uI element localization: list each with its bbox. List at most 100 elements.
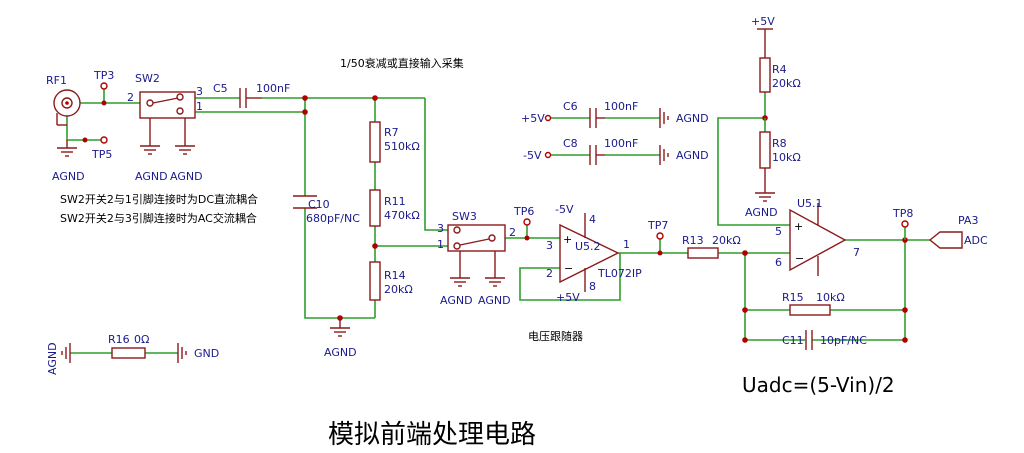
note-dc: SW2开关2与1引脚连接时为DC直流耦合 xyxy=(60,192,258,206)
c11-value: 10pF/NC xyxy=(820,334,867,347)
r14-value: 20kΩ xyxy=(384,283,413,296)
sw2-label: SW2 xyxy=(135,72,160,85)
r8-value: 10kΩ xyxy=(772,151,801,164)
c10-capacitor: C10 680pF/NC xyxy=(293,195,360,225)
junction-dot xyxy=(902,307,908,313)
sw3-agnd-a: AGND xyxy=(440,294,473,307)
u52-pin8: 8 xyxy=(589,280,596,293)
sw3-switch: SW3 3 1 2 AGND AGND xyxy=(437,210,516,307)
tp6-label: TP6 xyxy=(513,205,534,218)
page-title: 模拟前端处理电路 xyxy=(328,420,536,450)
r15-value: 10kΩ xyxy=(816,291,845,304)
junction-dot xyxy=(101,100,107,106)
junction-dot xyxy=(742,250,748,256)
c8-agnd: AGND xyxy=(676,149,709,162)
rf1-label: RF1 xyxy=(46,74,67,87)
u51-plus: + xyxy=(794,220,803,233)
u52-opamp: + − U5.2 TL072IP 3 2 1 4 8 -5V +5V xyxy=(546,203,642,304)
u52-pin3: 3 xyxy=(546,239,553,252)
sw3-label: SW3 xyxy=(452,210,477,223)
junction-dot xyxy=(302,95,308,101)
tp3-label: TP3 xyxy=(93,69,114,82)
u51-minus: − xyxy=(795,252,804,265)
c5-value: 100nF xyxy=(256,82,290,95)
sw2-agnd-a: AGND xyxy=(135,170,168,183)
c10-value: 680pF/NC xyxy=(306,212,360,225)
rf1-connector: RF1 AGND xyxy=(46,74,85,183)
u52-vplus: +5V xyxy=(556,291,580,304)
r11-label: R11 xyxy=(384,195,406,208)
r8-resistor: R8 10kΩ AGND xyxy=(745,118,801,219)
r7-value: 510kΩ xyxy=(384,140,420,153)
u51-pin5: 5 xyxy=(775,225,782,238)
tp8-label: TP8 xyxy=(892,207,913,220)
r14-label: R14 xyxy=(384,269,406,282)
junction-dot xyxy=(302,109,308,115)
u51-label: U5.1 xyxy=(797,197,823,210)
header-note: 1/50衰减或直接输入采集 xyxy=(340,56,464,70)
r11-resistor: R11 470kΩ xyxy=(369,189,420,227)
agnd-symbol xyxy=(329,319,351,337)
tp8: TP8 xyxy=(892,207,913,240)
pa3-label: PA3 xyxy=(958,214,978,227)
sw2-pin3: 3 xyxy=(196,85,203,98)
c6-capacitor: +5V C6 100nF AGND xyxy=(521,100,709,129)
formula: Uadc=(5-Vin)/2 xyxy=(742,373,895,397)
r8-label: R8 xyxy=(772,137,787,150)
r15-resistor: R15 10kΩ xyxy=(782,291,845,316)
r16-gnd: GND xyxy=(194,347,219,360)
u52-pin1: 1 xyxy=(623,238,630,251)
c6-value: 100nF xyxy=(604,100,638,113)
r4-label: R4 xyxy=(772,63,787,76)
r4-resistor: R4 20kΩ xyxy=(759,57,801,93)
pa3-net: ADC xyxy=(964,234,988,247)
agnd-main-label: AGND xyxy=(324,346,357,359)
u51-pin6: 6 xyxy=(775,256,782,269)
u52-part: TL072IP xyxy=(597,267,642,280)
junction-dot xyxy=(372,243,378,249)
wires xyxy=(66,86,930,354)
c11-capacitor: C11 10pF/NC xyxy=(782,330,867,350)
r14-resistor: R14 20kΩ xyxy=(369,261,413,301)
junction-dot xyxy=(742,337,748,343)
u51-pin7: 7 xyxy=(853,246,860,259)
r16-label: R16 xyxy=(108,333,130,346)
sw2-pin1: 1 xyxy=(196,100,203,113)
note-ac: SW2开关2与3引脚连接时为AC交流耦合 xyxy=(60,211,257,225)
sw2-pin2: 2 xyxy=(127,91,134,104)
r7-label: R7 xyxy=(384,126,399,139)
r4-value: 20kΩ xyxy=(772,77,801,90)
r13-resistor: R13 20kΩ xyxy=(682,234,741,259)
c6-agnd: AGND xyxy=(676,112,709,125)
u52-plus: + xyxy=(563,233,572,246)
sw2-agnd-b: AGND xyxy=(170,170,203,183)
junction-dot xyxy=(372,95,378,101)
r11-value: 470kΩ xyxy=(384,209,420,222)
r8-agnd: AGND xyxy=(745,206,778,219)
vplus-top: +5V xyxy=(751,15,775,58)
u52-pin4: 4 xyxy=(589,213,596,226)
r13-label: R13 xyxy=(682,234,704,247)
tp5: TP5 xyxy=(82,136,112,161)
c5-label: C5 xyxy=(213,82,228,95)
c6-label: C6 xyxy=(563,100,578,113)
sw2-switch: SW2 2 3 1 AGND AGND xyxy=(127,72,203,183)
pa3-port: PA3 ADC xyxy=(928,214,988,249)
rf1-agnd-label: AGND xyxy=(52,170,85,183)
junction-dot xyxy=(902,337,908,343)
sw3-pin2: 2 xyxy=(509,226,516,239)
r16-agnd: AGND xyxy=(46,342,59,375)
tp7-label: TP7 xyxy=(647,219,668,232)
c10-label: C10 xyxy=(308,198,330,211)
tp7: TP7 xyxy=(647,219,668,256)
junction-dot xyxy=(742,307,748,313)
r16-value: 0Ω xyxy=(134,333,149,346)
u51-opamp: + − U5.1 5 6 7 xyxy=(775,197,860,276)
note-follower: 电压跟随器 xyxy=(528,329,583,343)
c5-capacitor: C5 100nF xyxy=(213,82,290,108)
sw3-pin3: 3 xyxy=(437,222,444,235)
tp5-label: TP5 xyxy=(91,148,112,161)
r7-resistor: R7 510kΩ xyxy=(369,121,420,163)
tp3: TP3 xyxy=(93,69,114,90)
